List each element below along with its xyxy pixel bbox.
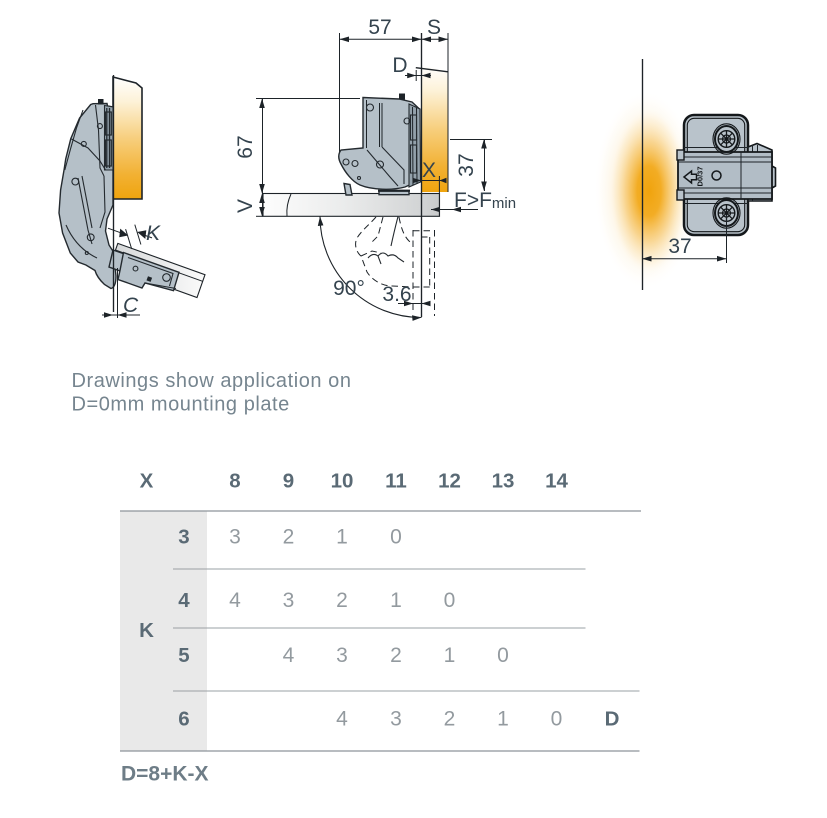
svg-text:X: X bbox=[422, 159, 436, 182]
svg-text:3.6: 3.6 bbox=[382, 283, 411, 306]
svg-text:37: 37 bbox=[668, 235, 691, 258]
svg-text:4: 4 bbox=[336, 708, 348, 731]
svg-text:1: 1 bbox=[390, 589, 402, 612]
svg-text:2: 2 bbox=[336, 589, 348, 612]
svg-text:11: 11 bbox=[385, 470, 407, 493]
svg-text:37: 37 bbox=[455, 153, 478, 176]
svg-text:5: 5 bbox=[178, 644, 189, 667]
svg-text:3: 3 bbox=[390, 708, 402, 731]
svg-text:0: 0 bbox=[444, 589, 456, 612]
svg-text:K: K bbox=[139, 619, 154, 642]
svg-text:13: 13 bbox=[492, 470, 515, 493]
svg-text:3: 3 bbox=[336, 644, 348, 667]
svg-text:9: 9 bbox=[283, 470, 294, 493]
svg-text:2: 2 bbox=[390, 644, 402, 667]
svg-text:4: 4 bbox=[283, 644, 295, 667]
svg-text:1: 1 bbox=[444, 644, 456, 667]
svg-text:10: 10 bbox=[331, 470, 354, 493]
svg-text:C: C bbox=[123, 294, 139, 317]
svg-text:V: V bbox=[234, 199, 257, 213]
svg-text:D: D bbox=[392, 54, 407, 77]
svg-text:X: X bbox=[140, 470, 154, 493]
svg-text:57: 57 bbox=[368, 16, 391, 39]
svg-text:8: 8 bbox=[229, 470, 240, 493]
svg-text:0: 0 bbox=[497, 644, 509, 667]
svg-text:3: 3 bbox=[283, 589, 295, 612]
svg-text:4: 4 bbox=[229, 589, 241, 612]
svg-text:F>Fmin: F>Fmin bbox=[454, 189, 516, 212]
svg-text:S: S bbox=[427, 16, 441, 39]
svg-text:0: 0 bbox=[390, 526, 402, 549]
svg-text:3: 3 bbox=[178, 526, 189, 549]
svg-text:1: 1 bbox=[336, 526, 348, 549]
svg-text:3: 3 bbox=[229, 526, 241, 549]
svg-text:6: 6 bbox=[178, 708, 189, 731]
svg-text:2: 2 bbox=[283, 526, 295, 549]
svg-text:4: 4 bbox=[178, 589, 190, 612]
svg-text:12: 12 bbox=[438, 470, 461, 493]
svg-text:Drawings show application on: Drawings show application on bbox=[72, 370, 352, 392]
svg-text:1: 1 bbox=[497, 708, 509, 731]
svg-text:2: 2 bbox=[444, 708, 456, 731]
svg-text:90°: 90° bbox=[333, 277, 365, 300]
svg-text:D=0mm mounting plate: D=0mm mounting plate bbox=[72, 394, 290, 416]
svg-text:D0/37: D0/37 bbox=[696, 166, 705, 186]
svg-text:D: D bbox=[605, 708, 620, 731]
svg-text:0: 0 bbox=[551, 708, 563, 731]
svg-text:67: 67 bbox=[234, 135, 257, 158]
svg-text:K: K bbox=[146, 222, 161, 245]
svg-text:14: 14 bbox=[545, 470, 568, 493]
svg-text:D=8+K-X: D=8+K-X bbox=[121, 763, 209, 786]
